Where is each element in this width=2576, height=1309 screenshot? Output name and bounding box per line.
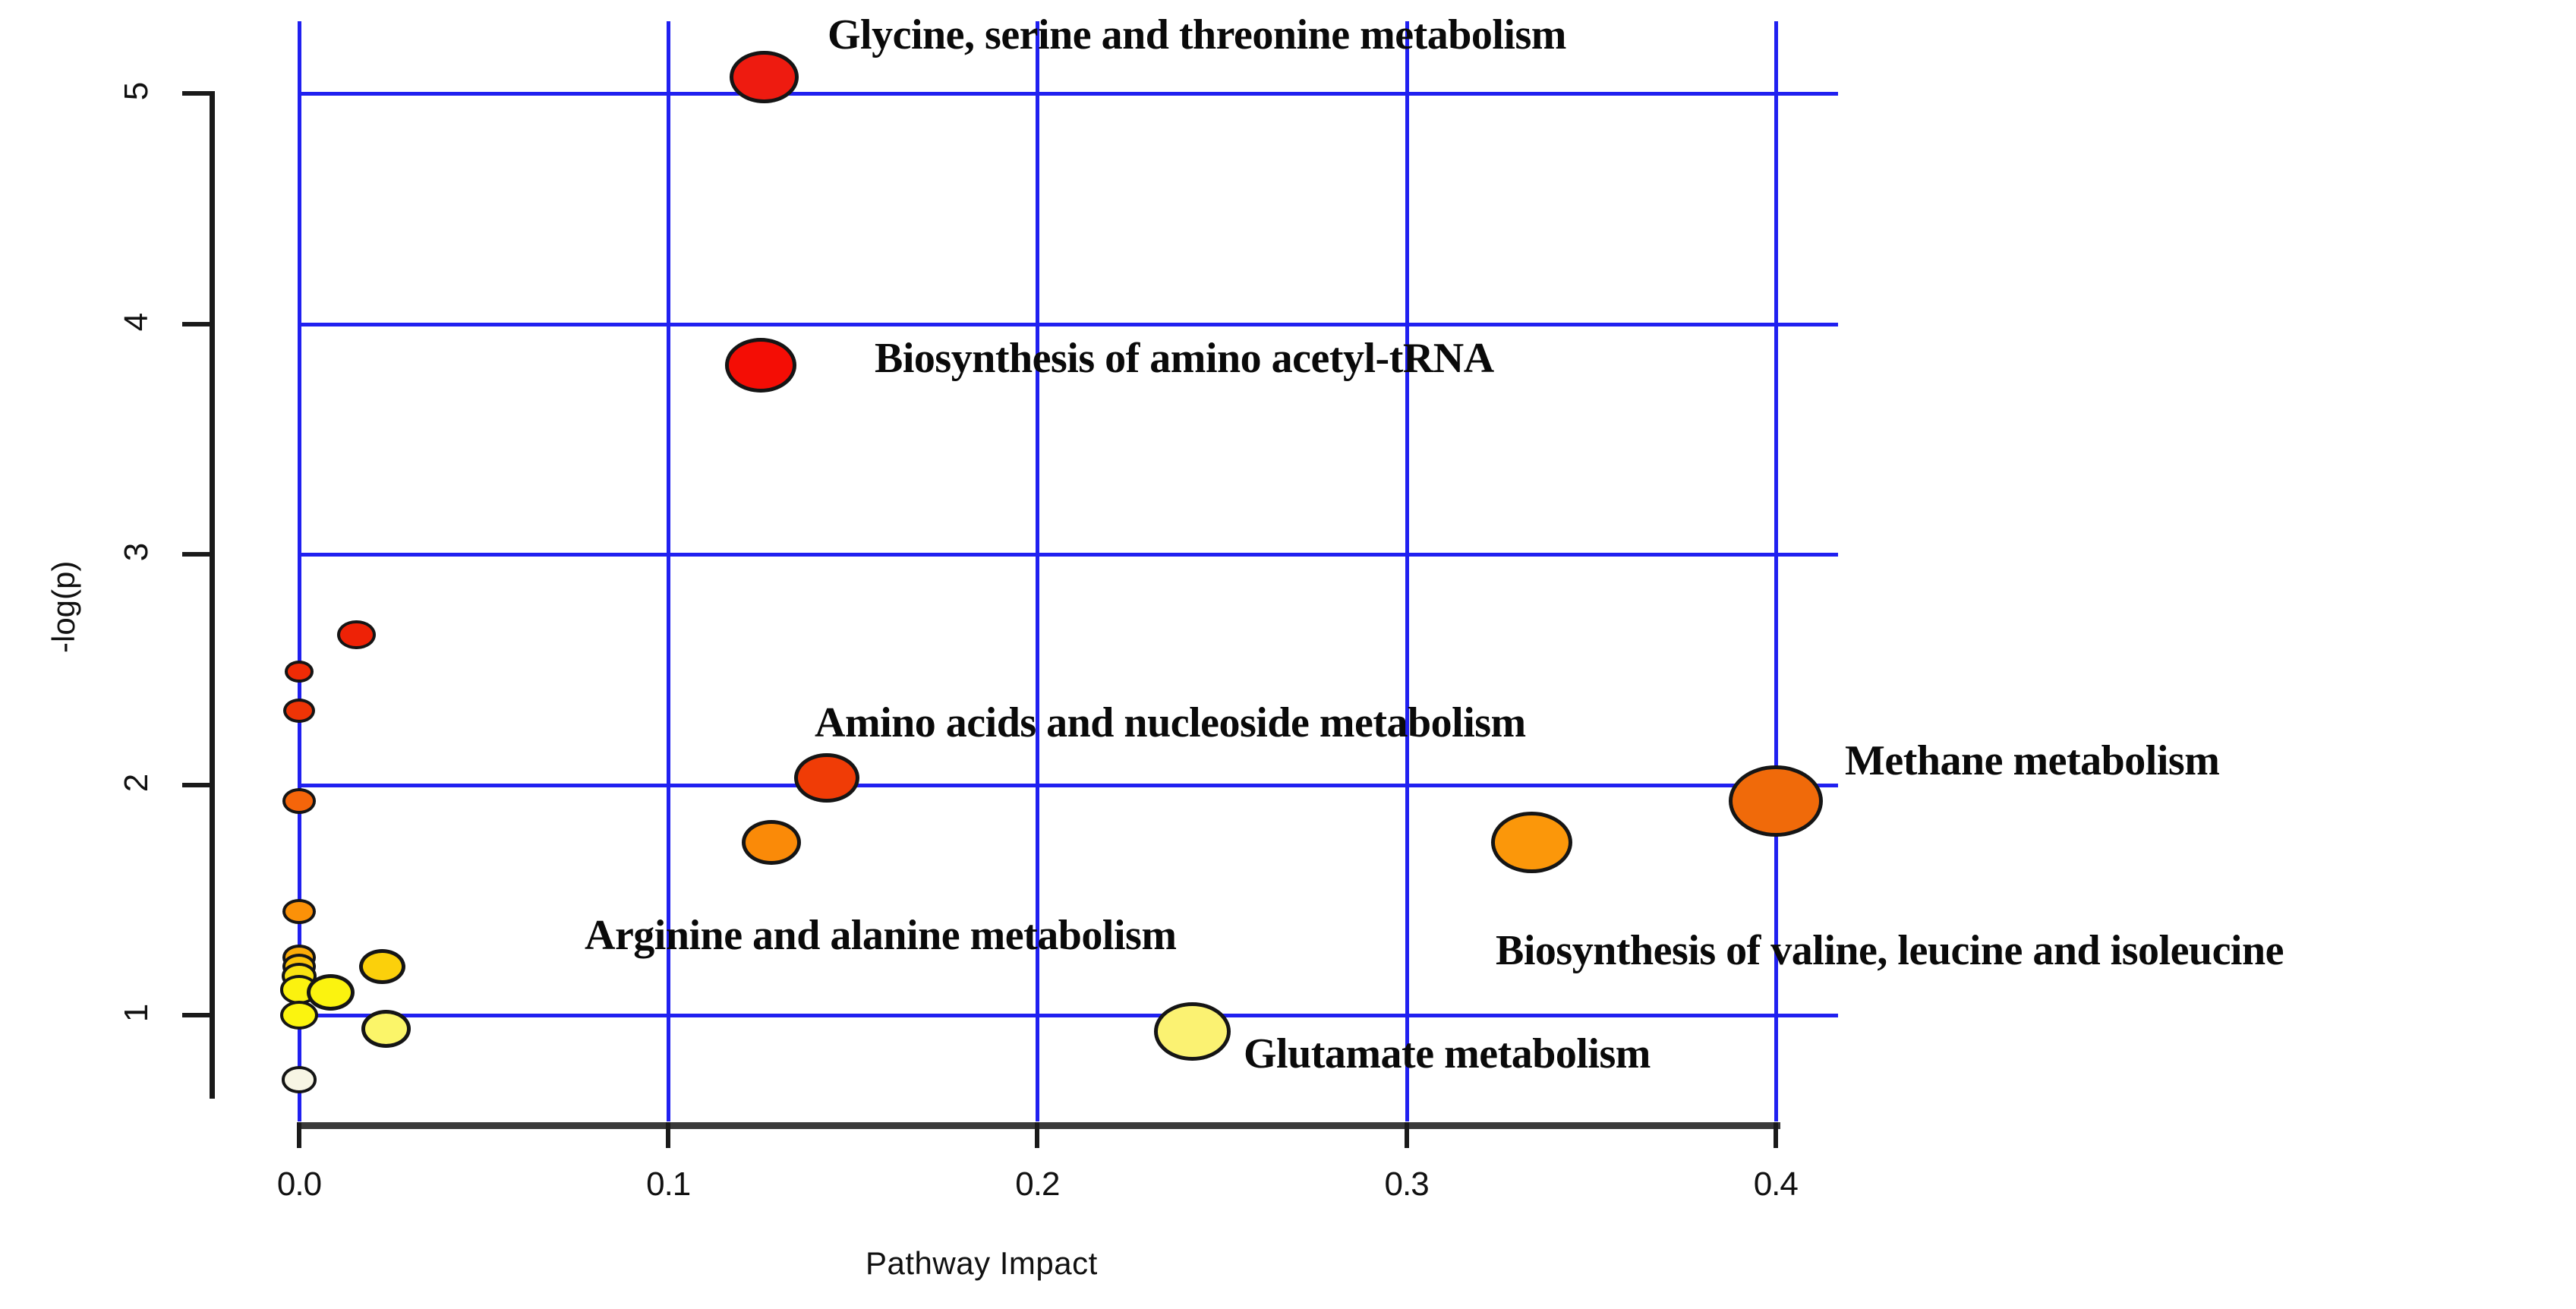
annotation-label: Biosynthesis of amino acetyl-tRNA	[875, 335, 1494, 382]
annotation-label: Biosynthesis of valine, leucine and isol…	[1496, 927, 2284, 974]
bubble-point[interactable]	[281, 1066, 317, 1093]
bubble-point[interactable]	[361, 1010, 411, 1048]
y-tick-label-5: 5	[118, 81, 155, 101]
bubble-point[interactable]	[285, 661, 314, 683]
gridline-vertical-0.4	[1774, 21, 1778, 1121]
x-tick-0.2	[1035, 1122, 1040, 1148]
y-axis-spine	[210, 91, 215, 1099]
annotation-label: Amino acids and nucleoside metabolism	[815, 699, 1526, 746]
x-axis-spine	[299, 1122, 1780, 1129]
bubble-point[interactable]	[306, 973, 355, 1011]
x-tick-label-0.0: 0.0	[276, 1165, 322, 1203]
bubble-point-labelled[interactable]	[794, 752, 860, 803]
x-tick-0.4	[1773, 1122, 1778, 1148]
y-tick-label-4: 4	[118, 312, 155, 331]
bubble-point-labelled[interactable]	[1491, 811, 1573, 874]
gridline-horizontal-3	[299, 553, 1838, 557]
annotation-label: Arginine and alanine metabolism	[585, 912, 1177, 959]
y-tick-label-3: 3	[118, 542, 155, 562]
bubble-point[interactable]	[337, 620, 376, 650]
x-tick-0.1	[666, 1122, 671, 1148]
annotation-label: Glutamate metabolism	[1244, 1030, 1651, 1077]
gridline-horizontal-5	[299, 92, 1838, 96]
bubble-point[interactable]	[282, 898, 317, 925]
y-axis-label: -log(p)	[46, 560, 81, 653]
bubble-point-labelled[interactable]	[724, 338, 796, 393]
bubble-point-labelled[interactable]	[1728, 765, 1823, 837]
bubble-point-labelled[interactable]	[742, 819, 802, 865]
y-tick-1	[182, 1013, 213, 1017]
gridline-vertical-0.3	[1405, 21, 1409, 1121]
gridline-horizontal-4	[299, 322, 1838, 326]
x-tick-label-0.3: 0.3	[1384, 1165, 1430, 1203]
x-tick-label-0.4: 0.4	[1753, 1165, 1799, 1203]
y-tick-5	[182, 91, 213, 96]
x-axis-label: Pathway Impact	[865, 1245, 1098, 1281]
x-tick-label-0.1: 0.1	[646, 1165, 691, 1203]
x-tick-0.0	[297, 1122, 301, 1148]
x-tick-label-0.2: 0.2	[1015, 1165, 1060, 1203]
bubble-point-labelled[interactable]	[730, 51, 799, 104]
gridline-horizontal-1	[299, 1014, 1838, 1017]
bubble-point[interactable]	[282, 787, 317, 814]
bubble-point[interactable]	[358, 949, 405, 985]
y-tick-label-1: 1	[118, 1003, 155, 1023]
y-tick-3	[182, 552, 213, 557]
annotation-label: Methane metabolism	[1845, 737, 2220, 784]
x-tick-0.3	[1404, 1122, 1409, 1148]
gridline-vertical-0.0	[298, 21, 301, 1121]
gridline-horizontal-2	[299, 783, 1838, 787]
y-tick-4	[182, 321, 213, 326]
gridline-vertical-0.1	[667, 21, 671, 1121]
gridline-vertical-0.2	[1036, 21, 1040, 1121]
bubble-point[interactable]	[279, 1000, 319, 1030]
y-tick-2	[182, 782, 213, 787]
bubble-point[interactable]	[283, 699, 315, 724]
bubble-point-labelled[interactable]	[1154, 1001, 1231, 1061]
y-tick-label-2: 2	[118, 773, 155, 792]
annotation-label: Glycine, serine and threonine metabolism	[828, 11, 1566, 58]
